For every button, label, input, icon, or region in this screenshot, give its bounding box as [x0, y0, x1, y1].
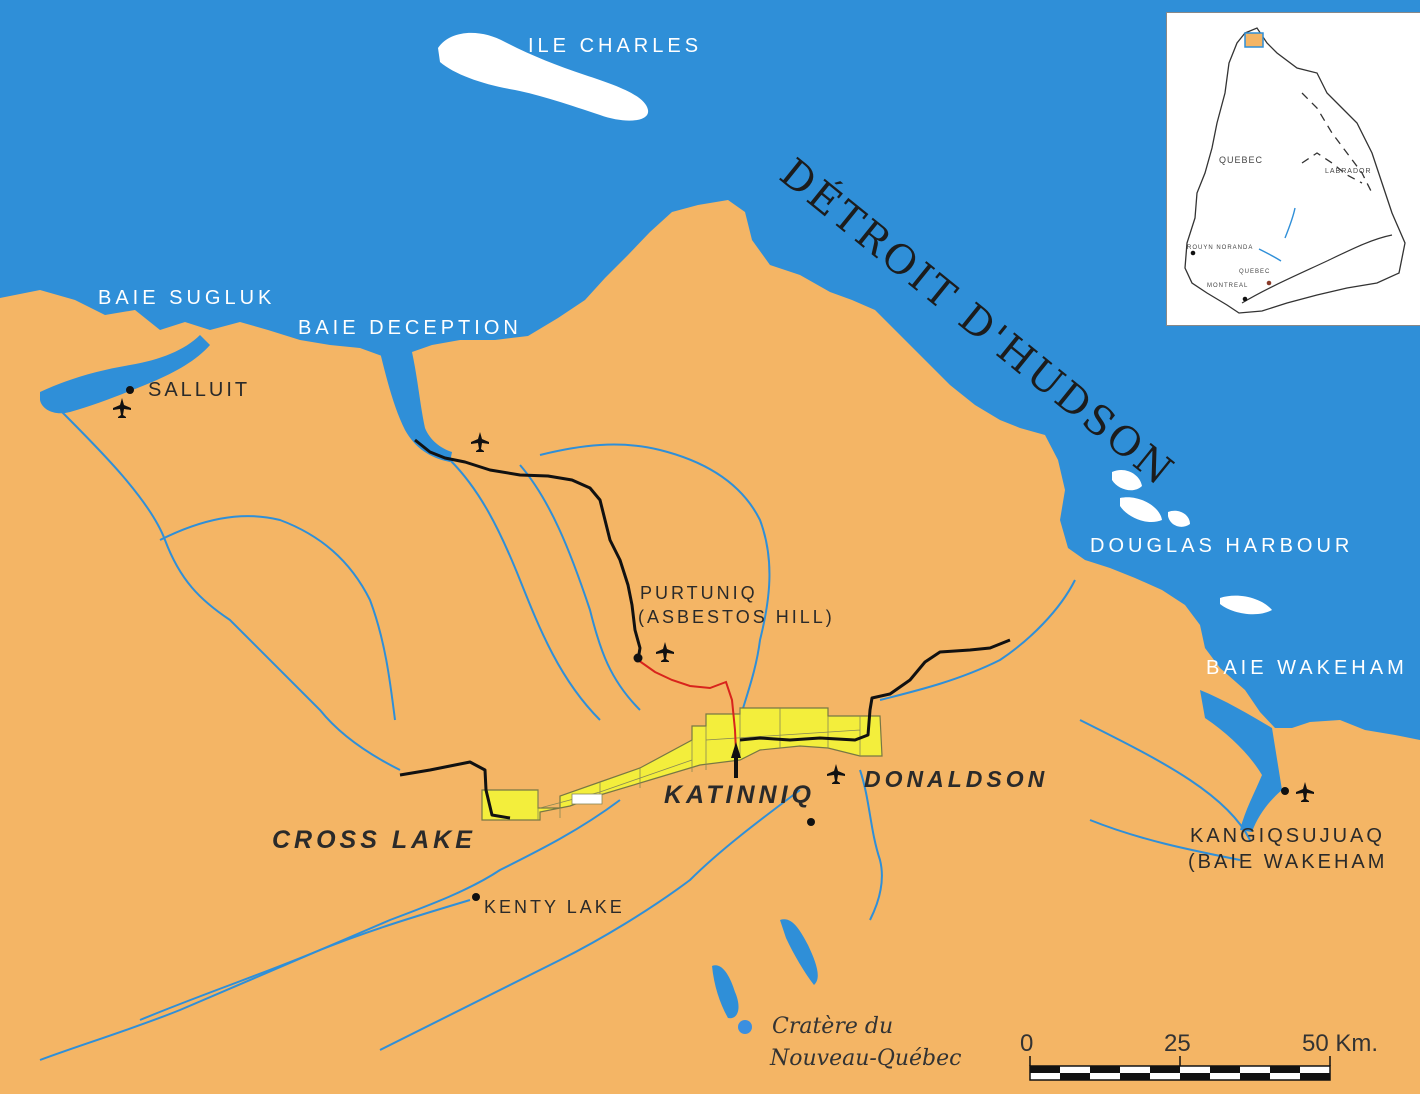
- inset-canvas: [1184, 27, 1406, 314]
- label-baie-wakeham: BAIE WAKEHAM: [1206, 657, 1408, 679]
- inset-label-rouyn-noranda: ROUYN NORANDA: [1187, 245, 1254, 251]
- scale-tick-25: 25: [1164, 1030, 1191, 1057]
- label-kangiqsujuaq: KANGIQSUJUAQ: [1190, 825, 1385, 847]
- douglas-harbour-islands: [1112, 469, 1272, 615]
- inset-st-lawrence: [1241, 234, 1393, 304]
- airplane-icon: [113, 398, 1314, 802]
- inset-label-labrador: LABRADOR: [1325, 168, 1372, 175]
- inset-rivers: [1258, 207, 1296, 262]
- label-salluit: SALLUIT: [148, 379, 251, 401]
- baie-wakeham-water: [1200, 690, 1282, 832]
- label-asbestos-hill: (ASBESTOS HILL): [638, 607, 835, 627]
- label-katinniq: KATINNIQ: [664, 781, 815, 809]
- inset-labrador-border: [1301, 92, 1373, 194]
- scale-tick-50: 50 Km.: [1302, 1030, 1379, 1057]
- label-purtuniq: PURTUNIQ: [640, 583, 758, 603]
- label-baie-wakeham-paren: (BAIE WAKEHAM: [1188, 851, 1388, 873]
- inset-quebec-outline: [1184, 27, 1406, 314]
- claim-grid: [537, 708, 861, 820]
- inset-label-quebec: QUEBEC: [1219, 155, 1264, 165]
- label-cross-lake: CROSS LAKE: [272, 826, 476, 854]
- label-donaldson: DONALDSON: [864, 766, 1049, 792]
- ile-charles-island: [438, 32, 649, 121]
- label-kenty-lake: KENTY LAKE: [484, 897, 625, 917]
- inset-label-quebec-city: QUEBEC: [1239, 269, 1271, 275]
- scale-bar: [1029, 1056, 1331, 1081]
- land-mass: [0, 200, 1420, 1094]
- label-ile-charles: ILE CHARLES: [528, 35, 703, 57]
- label-baie-deception: BAIE DECEPTION: [298, 317, 522, 339]
- legend-crater-line1: Cratère du: [772, 1014, 894, 1039]
- lake-system: [712, 919, 818, 1019]
- legend-crater-line2: Nouveau-Québec: [770, 1046, 962, 1071]
- river-network: [39, 409, 1251, 1061]
- road-network: [399, 438, 1011, 820]
- inset-label-montreal: MONTREAL: [1207, 283, 1249, 289]
- baie-deception-water: [380, 352, 452, 462]
- scale-tick-0: 0: [1020, 1030, 1034, 1057]
- crater-dot-icon: [738, 1020, 752, 1034]
- purtuniq-katinniq-route: [637, 659, 737, 753]
- inset-study-area: [1244, 32, 1264, 48]
- town-dot-icon: [126, 386, 1289, 901]
- baie-sugluk-water: [40, 335, 210, 414]
- mine-arrow-icon: [731, 742, 741, 778]
- label-baie-sugluk: BAIE SUGLUK: [98, 287, 276, 309]
- label-douglas-harbour: DOUGLAS HARBOUR: [1090, 535, 1354, 557]
- locator-inset: QUEBEC LABRADOR ROUYN NORANDA QUEBEC MON…: [1166, 12, 1420, 326]
